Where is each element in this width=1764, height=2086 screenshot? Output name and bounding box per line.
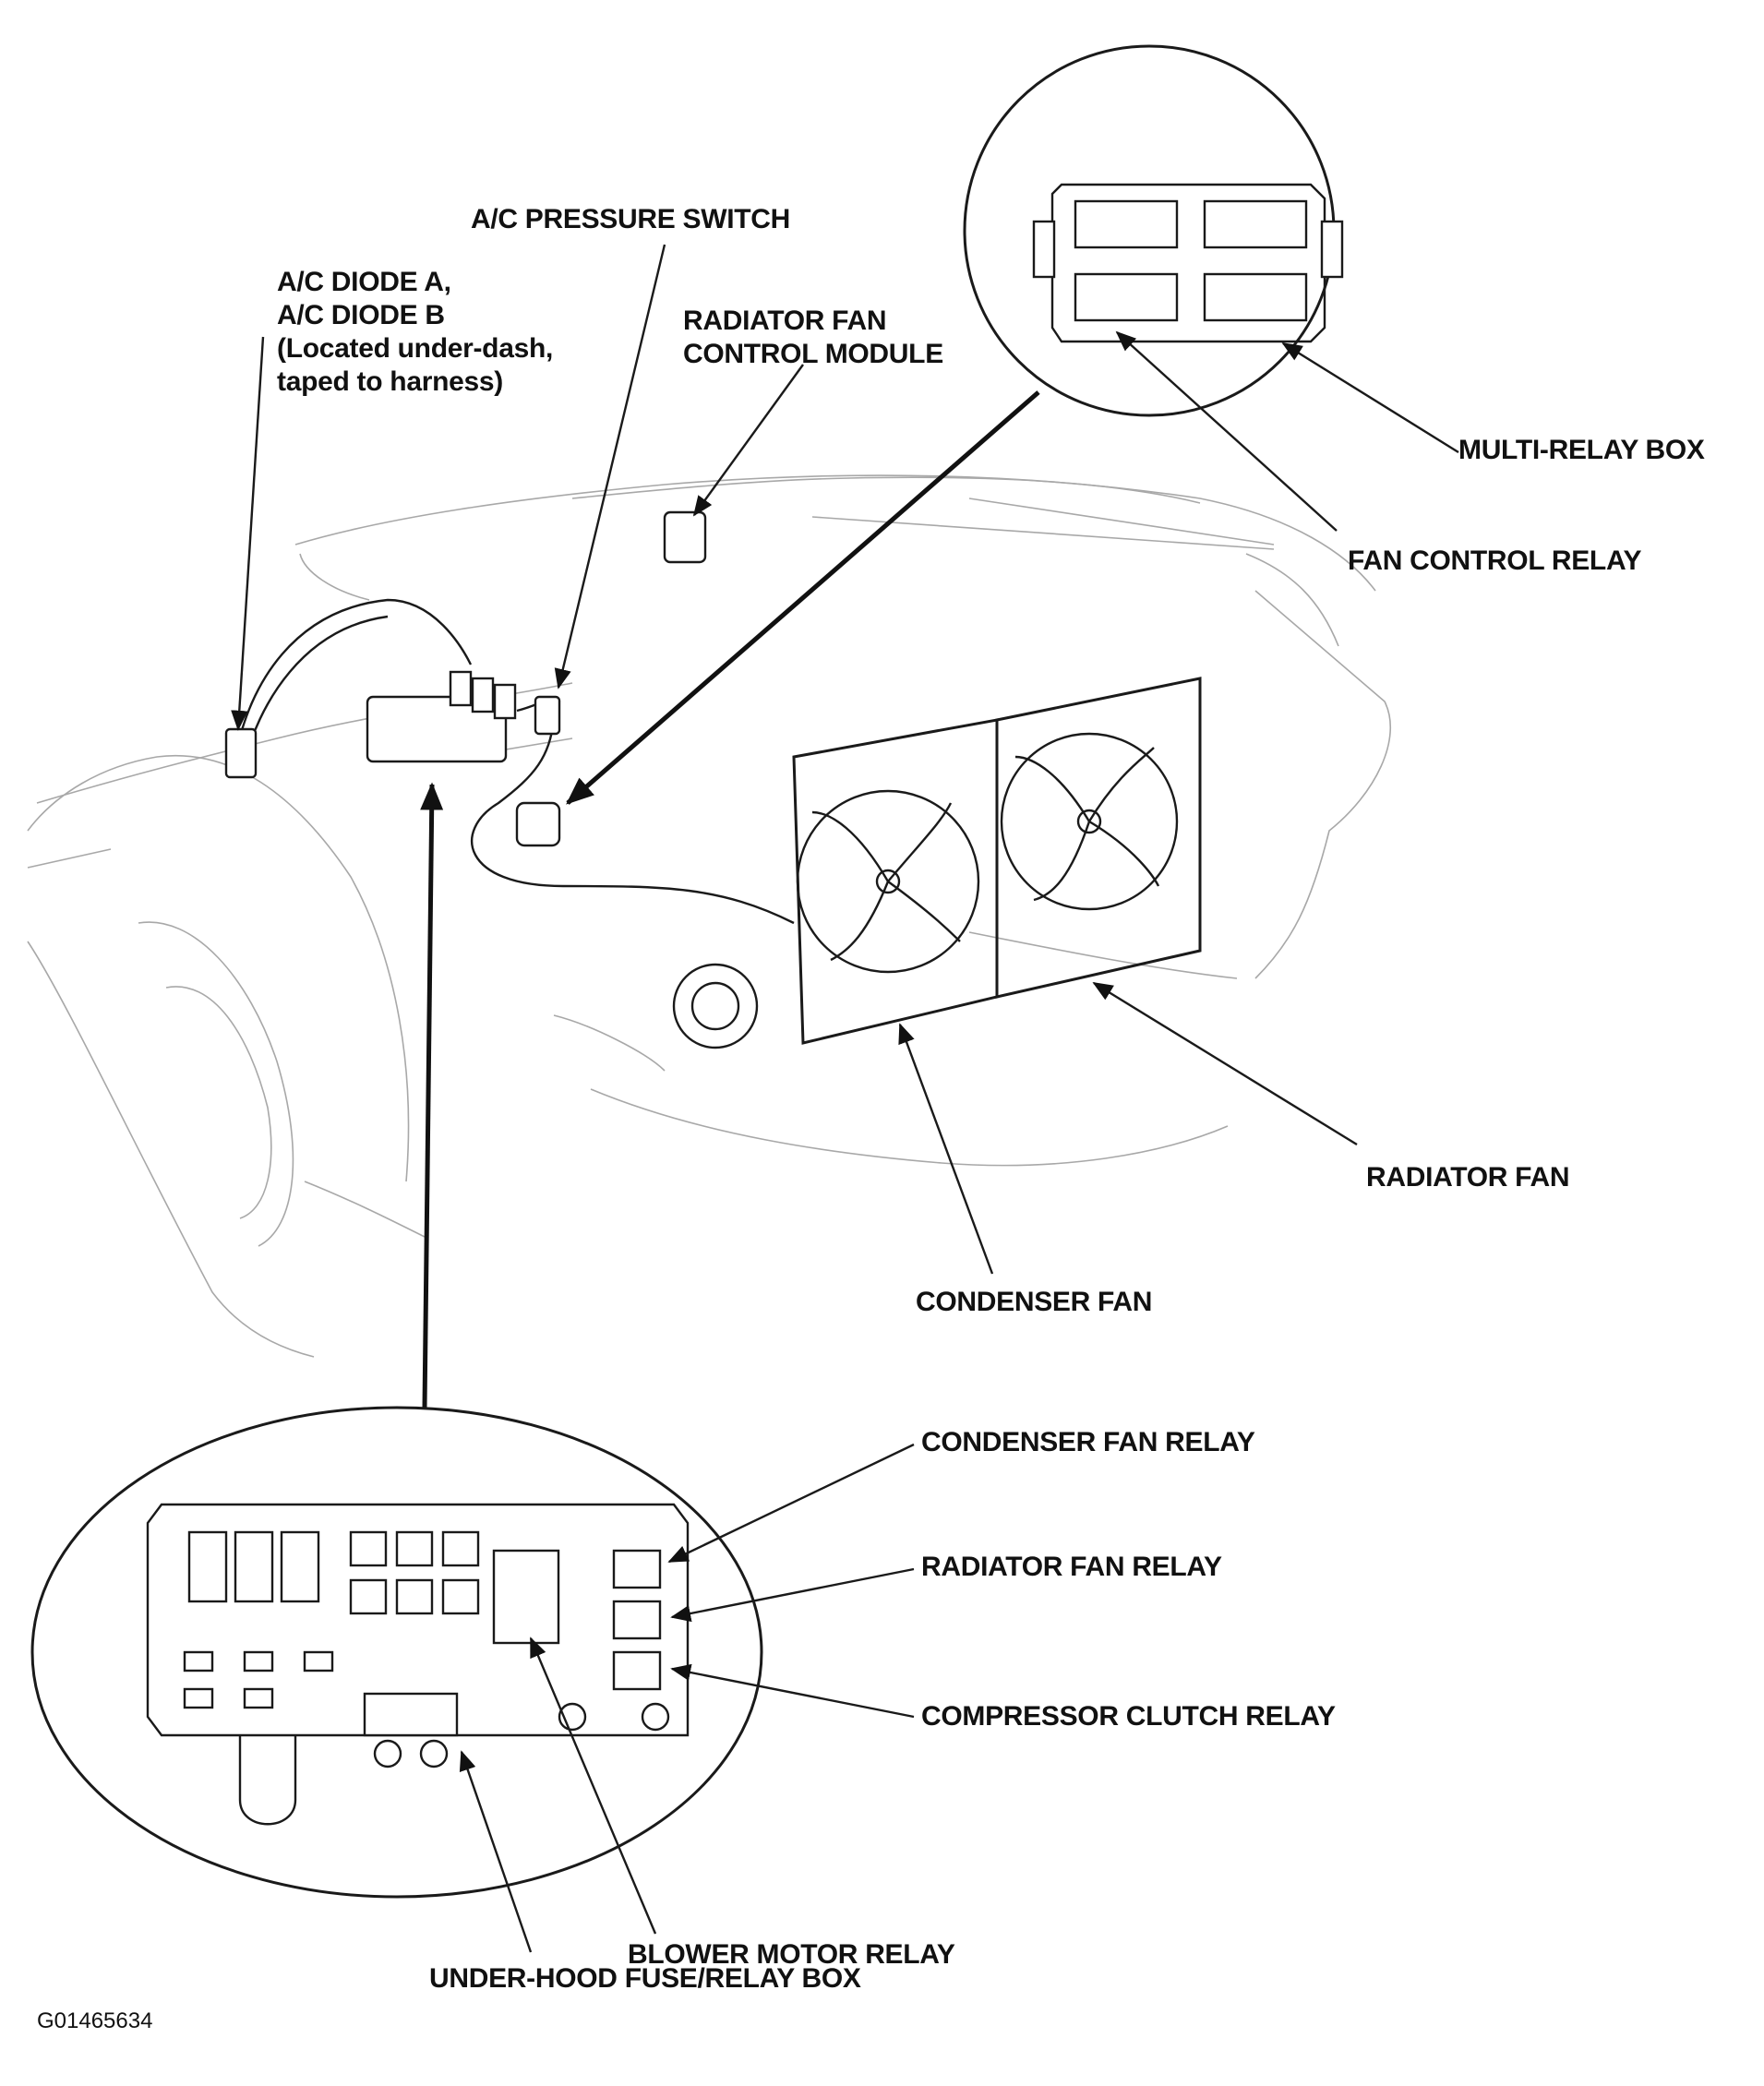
multi-relay-box-detail: [963, 44, 1344, 417]
label-radiator-fan-control-module-line-2: CONTROL MODULE: [683, 339, 943, 369]
label-ac-diode-line-2: A/C DIODE B: [277, 300, 445, 330]
label-condenser-fan: CONDENSER FAN: [916, 1287, 1153, 1317]
harness-and-components: [224, 510, 795, 925]
label-condenser-fan-relay: CONDENSER FAN RELAY: [921, 1427, 1255, 1457]
label-fan-control-relay: FAN CONTROL RELAY: [1348, 545, 1642, 576]
label-compressor-clutch-relay: COMPRESSOR CLUTCH RELAY: [921, 1701, 1336, 1732]
label-radiator-fan-control-module-line-1: RADIATOR FAN: [683, 306, 887, 336]
label-radiator-fan-relay: RADIATOR FAN RELAY: [921, 1552, 1222, 1582]
label-under-hood-fuse-relay-box: UNDER-HOOD FUSE/RELAY BOX: [429, 1963, 861, 1994]
leader-lines: [231, 244, 1459, 1953]
label-radiator-fan-control-module: RADIATOR FAN CONTROL MODULE: [683, 305, 943, 371]
label-blower-motor-relay: BLOWER MOTOR RELAY: [628, 1939, 955, 1970]
label-ac-diode-line-1: A/C DIODE A,: [277, 267, 451, 297]
label-ac-diode: A/C DIODE A, A/C DIODE B (Located under-…: [277, 266, 553, 399]
radiator-fan-assembly: [995, 677, 1202, 999]
condenser-fan-assembly: [672, 718, 999, 1049]
under-hood-fuse-relay-box-detail: [30, 1406, 763, 1899]
label-multi-relay-box: MULTI-RELAY BOX: [1458, 435, 1705, 465]
vehicle-body-outline: [27, 474, 1392, 1358]
label-ac-diode-line-3: (Located under-dash,: [277, 333, 554, 364]
figure-id: G01465634: [37, 2008, 153, 2033]
label-radiator-fan: RADIATOR FAN: [1366, 1162, 1570, 1193]
label-ac-diode-line-4: taped to harness): [277, 366, 503, 397]
label-ac-pressure-switch: A/C PRESSURE SWITCH: [471, 204, 790, 234]
